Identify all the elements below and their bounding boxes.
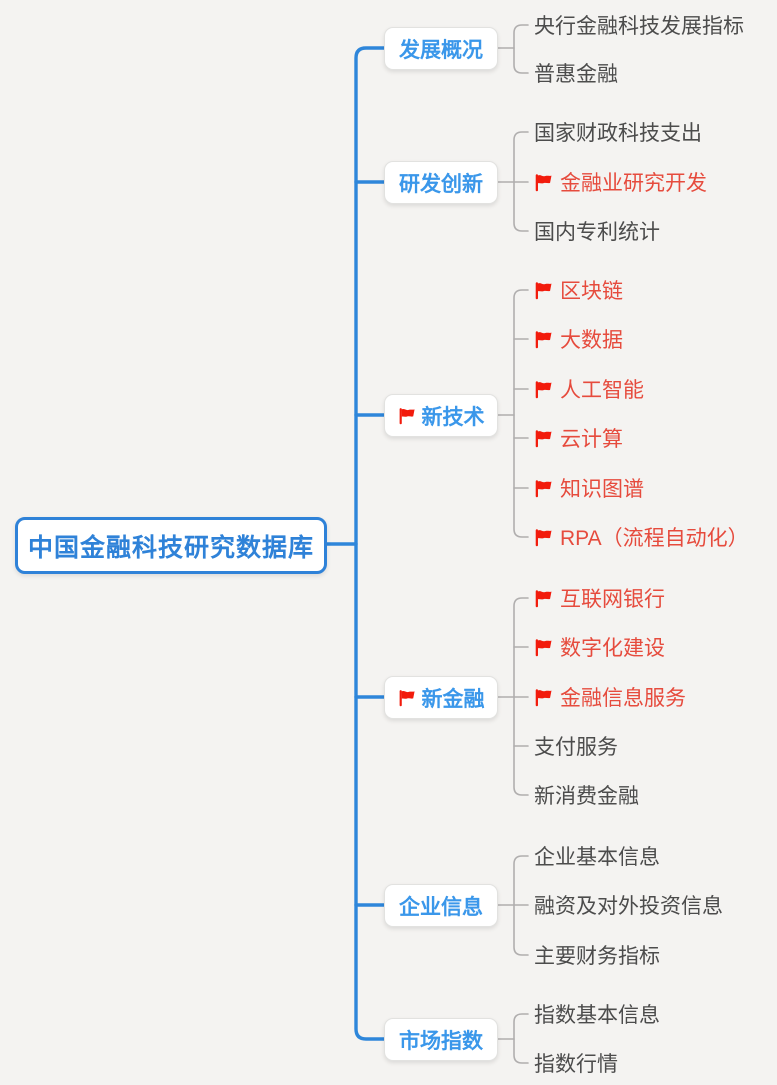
child-item[interactable]: 指数行情 [534, 1048, 618, 1078]
child-label: 大数据 [560, 329, 623, 352]
child-label: 人工智能 [560, 379, 644, 402]
child-item[interactable]: 区块链 [534, 275, 623, 305]
flag-icon [535, 173, 552, 191]
child-item[interactable]: 支付服务 [534, 731, 618, 761]
child-label: 云计算 [560, 428, 623, 451]
branch-label: 新技术 [421, 405, 485, 429]
child-item[interactable]: 融资及对外投资信息 [534, 890, 723, 920]
child-item[interactable]: 互联网银行 [534, 583, 665, 613]
child-label: 知识图谱 [560, 478, 644, 501]
branch-label: 企业信息 [399, 895, 483, 919]
flag-icon [535, 479, 552, 497]
child-item[interactable]: 企业基本信息 [534, 841, 660, 871]
child-label: 支付服务 [534, 736, 618, 759]
child-label: 普惠金融 [534, 63, 618, 86]
flag-icon [399, 407, 415, 424]
child-label: 金融业研究开发 [560, 172, 707, 195]
flag-icon [535, 688, 552, 706]
child-item[interactable]: 指数基本信息 [534, 999, 660, 1029]
branch-node-rd-innovation[interactable]: 研发创新 [384, 161, 498, 204]
branch-node-enterprise-info[interactable]: 企业信息 [384, 884, 498, 927]
child-label: 国内专利统计 [534, 221, 660, 244]
child-item[interactable]: 数字化建设 [534, 632, 665, 662]
flag-icon [535, 281, 552, 299]
child-label: 互联网银行 [560, 588, 665, 611]
child-item[interactable]: 国家财政科技支出 [534, 117, 702, 147]
branch-node-new-finance[interactable]: 新金融 [384, 676, 498, 719]
branch-label: 市场指数 [399, 1029, 483, 1053]
flag-icon [535, 429, 552, 447]
child-label: 企业基本信息 [534, 846, 660, 869]
child-item[interactable]: 金融信息服务 [534, 682, 686, 712]
child-item[interactable]: 大数据 [534, 324, 623, 354]
flag-icon [535, 330, 552, 348]
child-label: 国家财政科技支出 [534, 122, 702, 145]
child-item[interactable]: 普惠金融 [534, 58, 618, 88]
child-label: 金融信息服务 [560, 687, 686, 710]
branch-label: 新金融 [421, 687, 485, 711]
child-item[interactable]: 知识图谱 [534, 473, 644, 503]
branch-node-development-overview[interactable]: 发展概况 [384, 27, 498, 70]
child-label: 区块链 [560, 280, 623, 303]
child-label: 主要财务指标 [534, 945, 660, 968]
child-label: 融资及对外投资信息 [534, 895, 723, 918]
root-label: 中国金融科技研究数据库 [27, 534, 314, 562]
child-label: 央行金融科技发展指标 [534, 15, 744, 38]
child-label: 数字化建设 [560, 637, 665, 660]
branch-label: 发展概况 [399, 38, 483, 62]
flag-icon [535, 380, 552, 398]
child-item[interactable]: 云计算 [534, 423, 623, 453]
child-label: 指数行情 [534, 1053, 618, 1076]
child-label: RPA（流程自动化） [560, 527, 749, 550]
branch-label: 研发创新 [399, 172, 483, 196]
flag-icon [535, 528, 552, 546]
child-item[interactable]: RPA（流程自动化） [534, 522, 749, 552]
flag-icon [399, 689, 415, 706]
child-item[interactable]: 主要财务指标 [534, 940, 660, 970]
child-item[interactable]: 央行金融科技发展指标 [534, 10, 744, 40]
branch-node-market-index[interactable]: 市场指数 [384, 1018, 498, 1061]
child-item[interactable]: 国内专利统计 [534, 216, 660, 246]
flag-icon [535, 638, 552, 656]
child-item[interactable]: 金融业研究开发 [534, 167, 707, 197]
branch-node-new-technology[interactable]: 新技术 [384, 394, 498, 437]
child-label: 指数基本信息 [534, 1004, 660, 1027]
child-item[interactable]: 新消费金融 [534, 780, 639, 810]
child-item[interactable]: 人工智能 [534, 374, 644, 404]
child-label: 新消费金融 [534, 785, 639, 808]
root-node[interactable]: 中国金融科技研究数据库 [15, 517, 327, 574]
flag-icon [535, 589, 552, 607]
